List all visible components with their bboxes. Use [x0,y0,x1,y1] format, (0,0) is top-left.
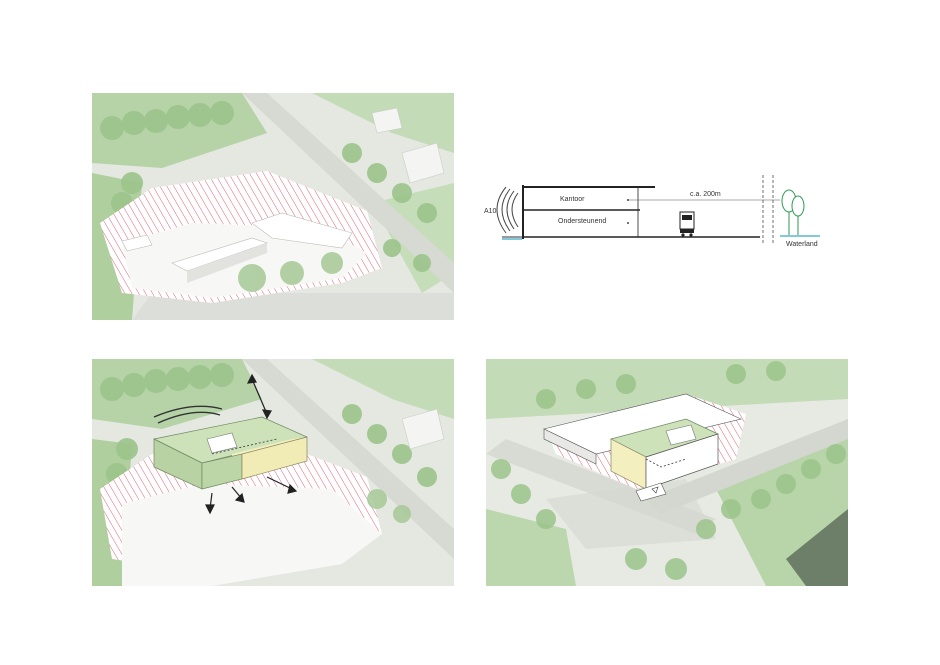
section-diagram: A10 Kantoor Ondersteunend c.a. 200m [480,175,840,255]
axonometric-proposal-orientation [92,359,454,586]
marker [627,222,629,224]
upper-floor-label: Kantoor [560,196,585,203]
axonometric-proposal-final [486,359,848,586]
tree-icon [782,190,804,235]
truck-icon [680,212,694,237]
axonometric-orientation-svg [92,359,454,586]
building-wall [522,185,524,239]
landscape-label: Waterland [786,241,818,248]
highway-noise-icon [497,187,518,233]
lower-floor-label: Ondersteunend [558,218,606,225]
axonometric-existing-svg [92,93,454,320]
section-svg: A10 Kantoor Ondersteunend c.a. 200m [480,175,840,255]
highway-label: A10 [484,208,497,215]
axonometric-final-svg [486,359,848,586]
distance-label: c.a. 200m [690,191,721,198]
axonometric-existing-situation [92,93,454,320]
